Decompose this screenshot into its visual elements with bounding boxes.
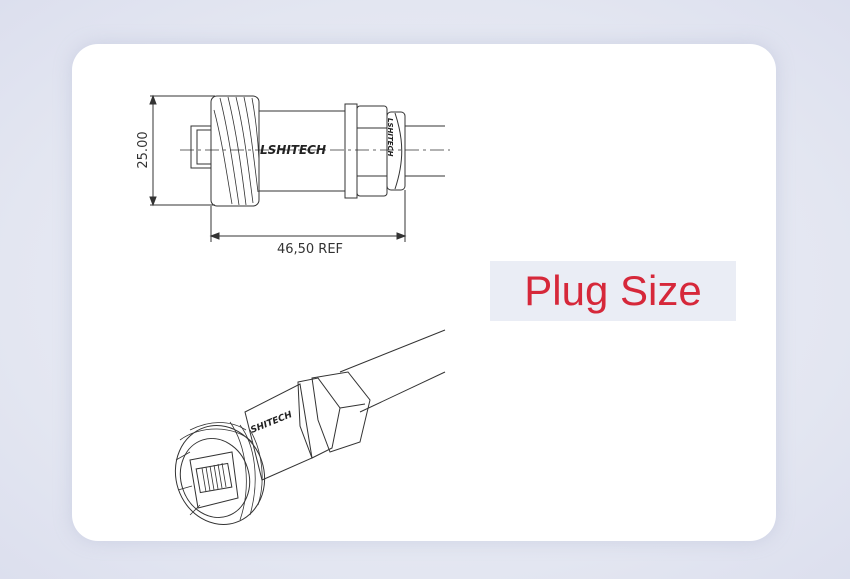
brand-mark-nut: LSHITECH (386, 118, 394, 157)
side-view (149, 94, 450, 242)
brand-mark-isometric: SHITECH (249, 410, 294, 436)
brand-mark-side: LSHITECH (260, 143, 326, 157)
isometric-view (174, 329, 446, 525)
caption-label: Plug Size (524, 267, 702, 314)
length-dimension-label: 46,50 REF (277, 242, 343, 257)
height-dimension-label: 25.00 (136, 131, 151, 168)
caption-box: Plug Size (490, 261, 736, 321)
